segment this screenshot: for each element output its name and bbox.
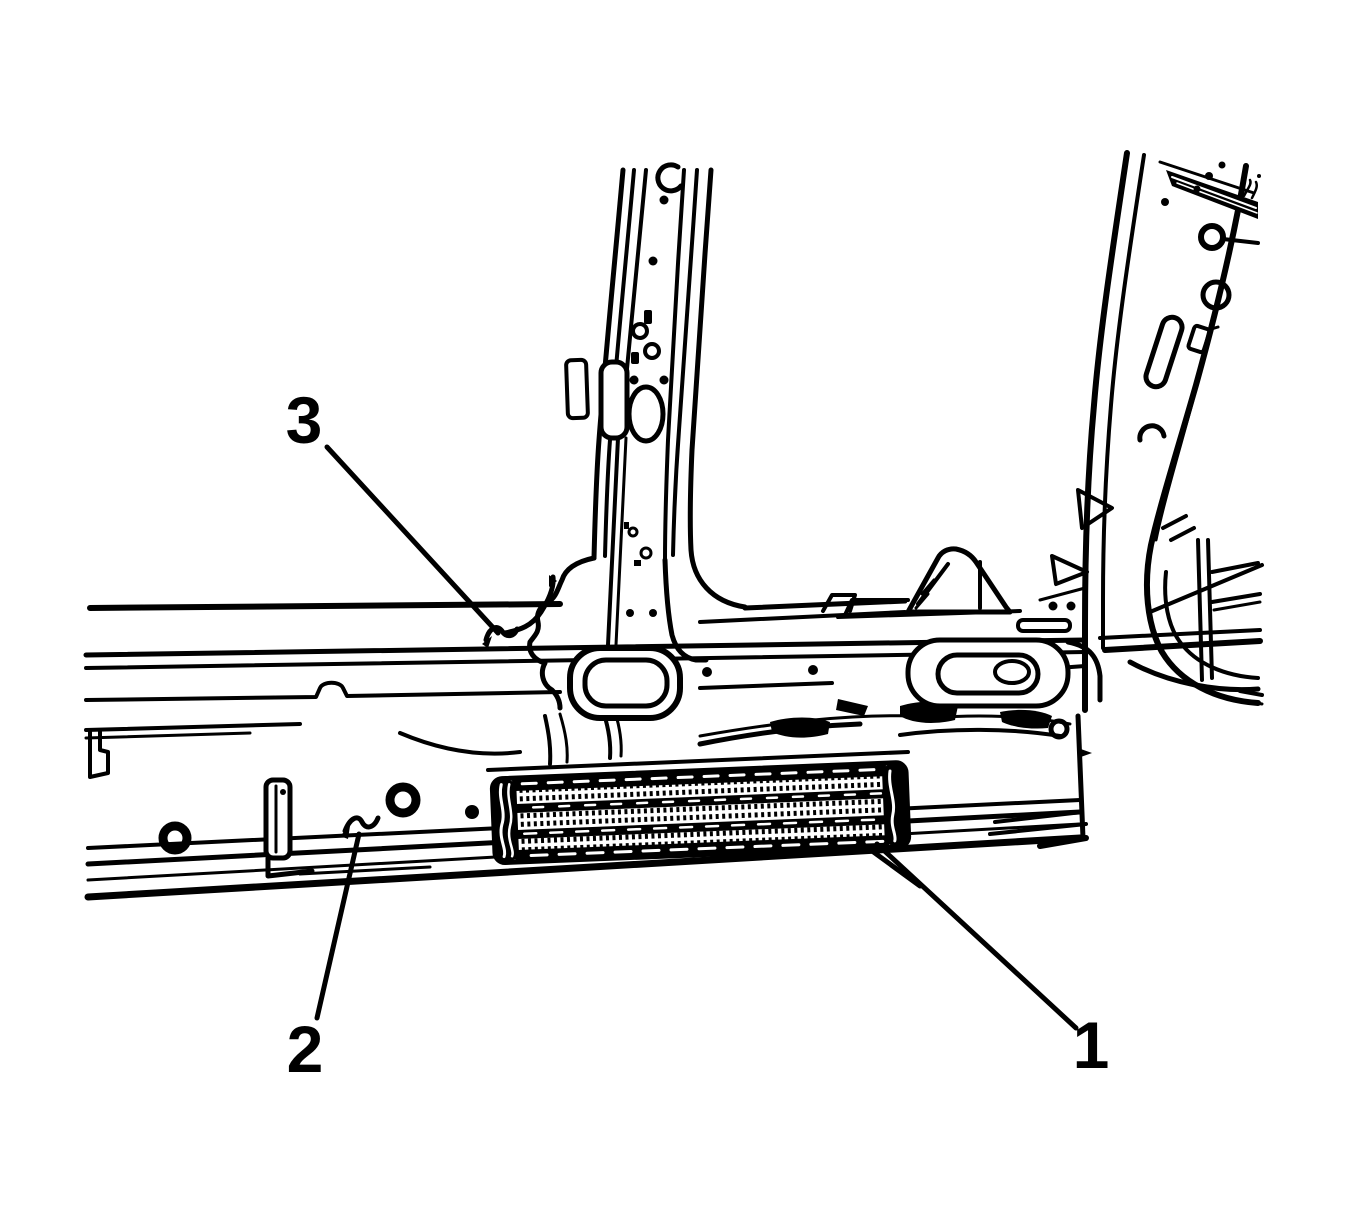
pillar-oval-hole — [626, 384, 666, 444]
floor-pan-lines — [398, 699, 1072, 766]
callout-leaders — [314, 444, 1079, 1031]
pillar-hole — [1200, 279, 1232, 311]
retainer-clip-2 — [340, 815, 381, 839]
scribble-mark — [1242, 178, 1259, 200]
drain-plug-mid — [385, 782, 421, 818]
leader-line-2 — [314, 831, 362, 1021]
striker-reinforcement — [598, 359, 630, 441]
anchor-opening-inner — [582, 657, 670, 709]
rear-rocker-fittings — [836, 488, 1264, 709]
callout-label-3: 3 — [286, 383, 323, 457]
sill-plate-part — [489, 760, 912, 866]
pillar-slot — [1143, 314, 1185, 390]
wedge-bracket — [905, 546, 1013, 615]
callout-label-1: 1 — [1073, 1008, 1110, 1082]
b-pillar — [502, 162, 748, 721]
keyhole-fastener — [1198, 223, 1260, 251]
callout-label-2: 2 — [287, 1012, 324, 1086]
retainer-clip-3 — [482, 625, 520, 648]
rocker-bracket — [263, 777, 293, 861]
c-pillar — [1082, 150, 1261, 713]
leader-line-3 — [324, 444, 501, 636]
drain-plug-left — [158, 821, 192, 855]
jack-slot-opening — [905, 637, 1103, 709]
leader-line-1 — [874, 841, 1079, 1031]
